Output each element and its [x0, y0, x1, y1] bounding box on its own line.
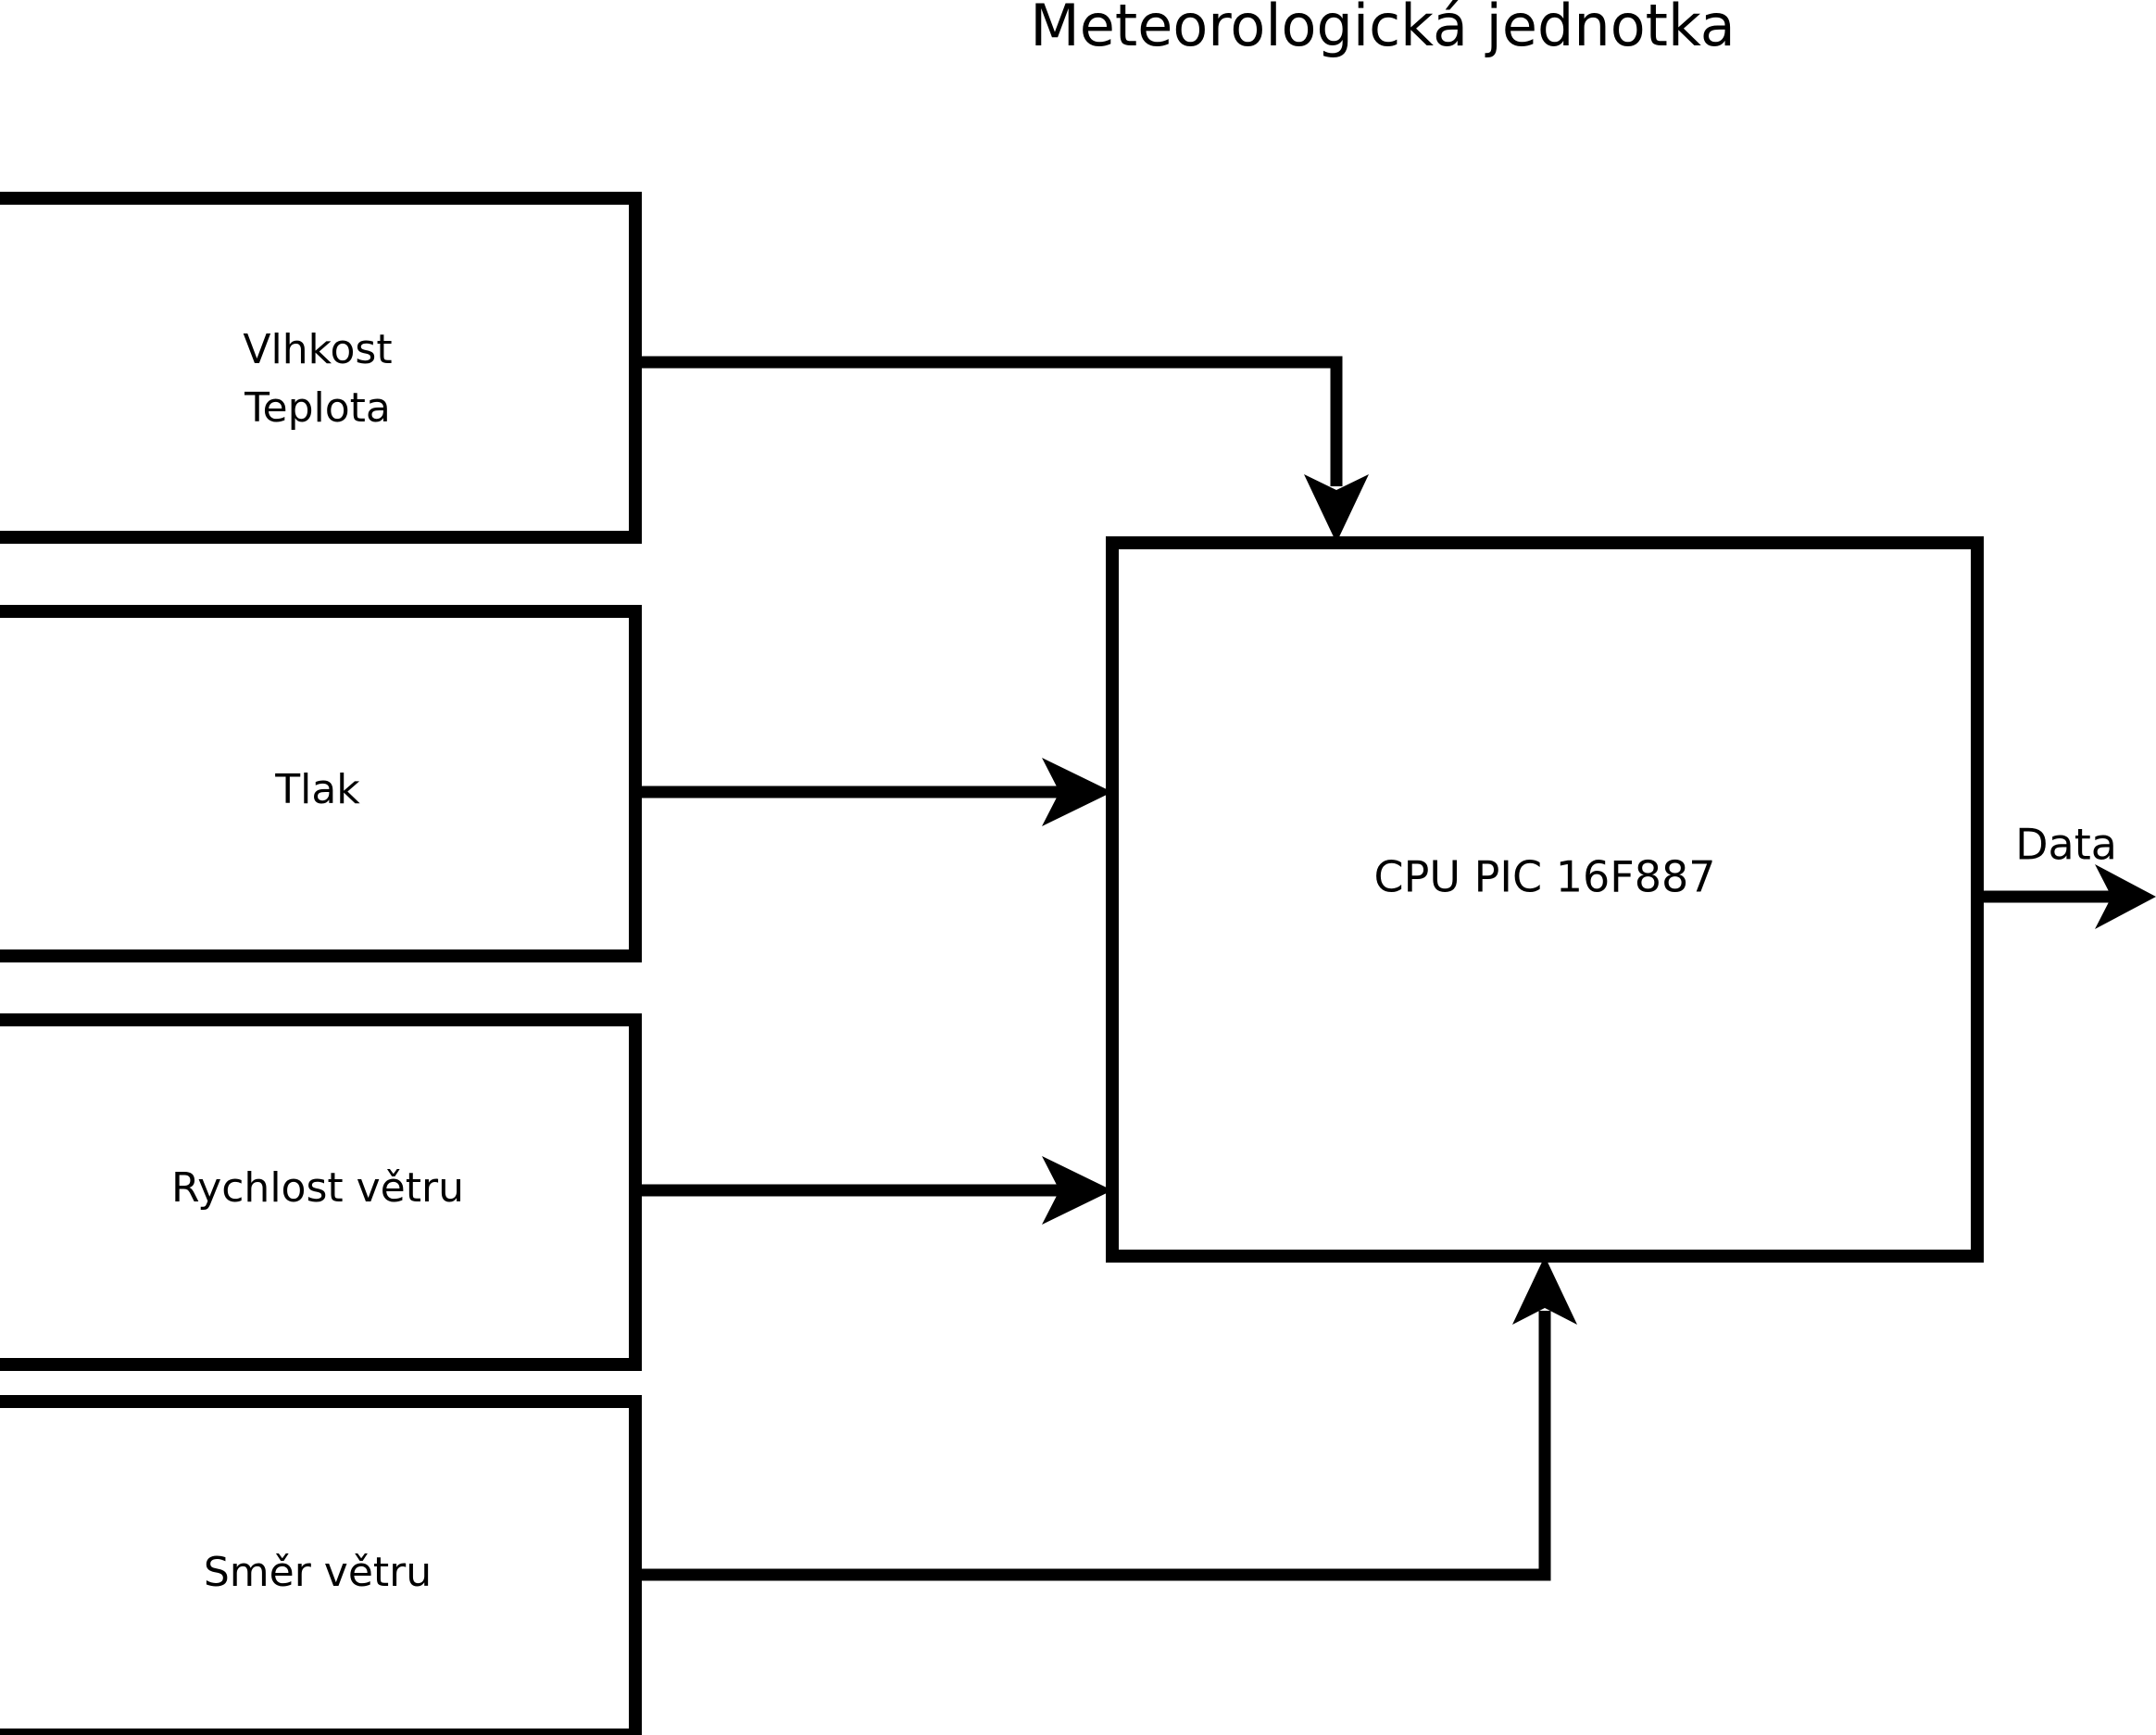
block-cpu-rect[interactable]	[1106, 536, 1984, 1263]
block-pressure-rect[interactable]	[0, 605, 642, 962]
connector-wind-direction-path	[635, 1311, 1551, 1581]
block-wind-direction[interactable]: Směr větru	[0, 1395, 642, 1735]
arrowhead-right-data	[2095, 864, 2156, 929]
block-cpu[interactable]: CPU PIC 16F887	[1106, 536, 1984, 1263]
block-wind-speed[interactable]: Rychlost větru	[0, 1013, 642, 1371]
block-cpu-label: CPU PIC 16F887	[1374, 852, 1716, 902]
connector-wind-direction-to-cpu	[635, 1256, 1577, 1581]
output-label-data: Data	[2015, 820, 2117, 870]
connector-pressure-to-cpu	[635, 758, 1112, 826]
block-pressure[interactable]: Tlak	[0, 605, 642, 962]
arrowhead-up-wind-direction	[1512, 1256, 1577, 1325]
arrowhead-down-humidity	[1304, 474, 1369, 543]
arrowhead-right-pressure	[1042, 758, 1112, 826]
connector-wind-speed-to-cpu	[635, 1156, 1112, 1225]
connector-humidity-to-cpu	[635, 356, 1369, 543]
block-wind-speed-rect[interactable]	[0, 1013, 642, 1371]
block-humidity-temperature-label-line1: Vlhkost	[243, 326, 392, 373]
block-humidity-temperature-rect[interactable]	[0, 192, 642, 544]
block-humidity-temperature[interactable]: Vlhkost Teplota	[0, 192, 642, 544]
block-wind-direction-label: Směr větru	[204, 1549, 432, 1596]
block-wind-direction-rect[interactable]	[0, 1395, 642, 1735]
arrowhead-right-wind-speed	[1042, 1156, 1112, 1225]
block-humidity-temperature-label-line2: Teplota	[244, 384, 391, 432]
block-wind-speed-label: Rychlost větru	[171, 1164, 464, 1212]
connector-humidity-path	[635, 356, 1343, 486]
block-pressure-label: Tlak	[274, 766, 360, 813]
diagram-title: Meteorologická jednotka	[1030, 0, 1736, 59]
connector-cpu-to-data: Data	[1977, 820, 2156, 929]
